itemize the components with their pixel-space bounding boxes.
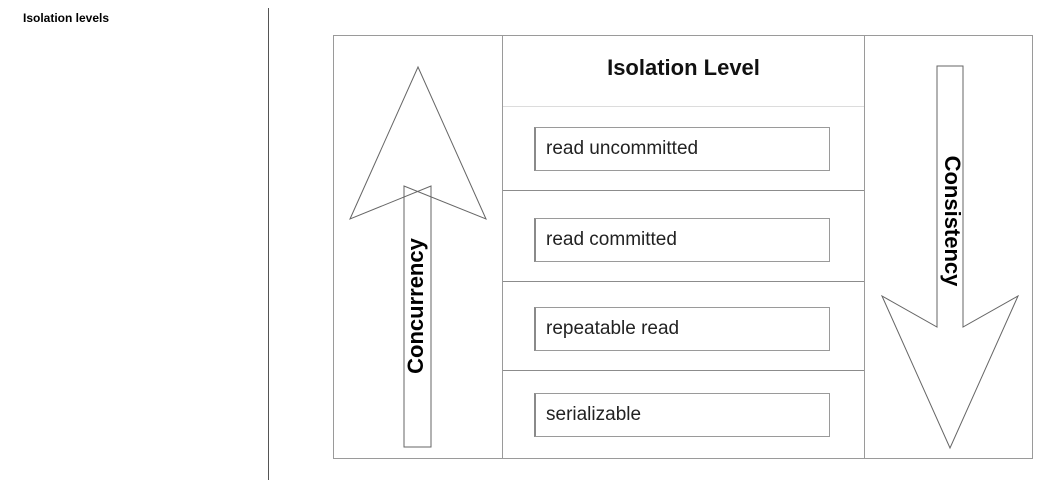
row-separator: [503, 370, 864, 371]
row-separator: [503, 190, 864, 191]
consistency-label: Consistency: [940, 155, 965, 287]
level-repeatable-read[interactable]: repeatable read: [534, 307, 830, 351]
level-read-uncommitted[interactable]: read uncommitted: [534, 127, 830, 171]
diagram-frame: [333, 35, 1033, 459]
level-serializable[interactable]: serializable: [534, 393, 830, 437]
right-column-divider: [864, 35, 865, 459]
level-read-committed[interactable]: read committed: [534, 218, 830, 262]
sidebar-title: Isolation levels: [23, 11, 110, 25]
concurrency-arrow-up-icon: [349, 65, 487, 448]
concurrency-label: Concurrency: [403, 238, 428, 374]
diagram-heading: Isolation Level: [607, 55, 760, 80]
sidebar-divider: [268, 8, 269, 480]
header-separator: [503, 106, 864, 107]
row-separator: [503, 281, 864, 282]
left-column-divider: [502, 35, 503, 459]
consistency-arrow-down-icon: [880, 65, 1020, 450]
